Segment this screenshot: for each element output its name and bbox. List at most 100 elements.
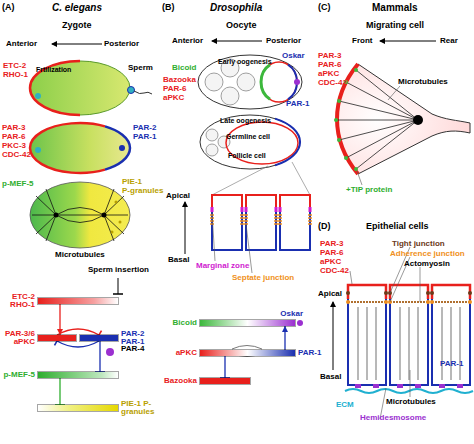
zygote-illustration-part — [105, 126, 130, 169]
text-label: Actomyosin — [404, 260, 450, 268]
zygote-illustration-part — [54, 213, 59, 218]
text-label: Basal — [168, 256, 189, 264]
text-label: CDC-42 — [2, 151, 31, 159]
text-label: Early oogenesis — [218, 58, 272, 65]
zygote-illustration-part — [119, 221, 122, 224]
text-label: Migrating cell — [366, 21, 424, 30]
pathway-bar: ETC-2 RHO-1 — [38, 298, 118, 304]
migrating-cell-part — [413, 115, 423, 125]
text-label: C. elegans — [52, 3, 102, 13]
zygote-illustration-part — [102, 213, 107, 218]
text-label: (B) — [162, 3, 175, 12]
text-label: Germline cell — [226, 133, 270, 140]
text-label: Bicoid — [172, 64, 196, 72]
text-label: Mammals — [372, 3, 418, 13]
text-label: Drosophila — [210, 3, 262, 13]
migrating-cell-part — [337, 138, 341, 142]
text-label: RHO-1 — [3, 71, 28, 79]
text-label: PKC-3 — [2, 142, 26, 150]
bar-label: PAR-1 — [298, 349, 328, 357]
text-label: Adherence junction — [390, 250, 465, 258]
arrow-head — [282, 326, 288, 332]
edge-line — [59, 378, 60, 405]
oocyte-illustration-part — [261, 65, 270, 100]
zygote-illustration-part — [111, 231, 114, 234]
epithelium — [345, 247, 473, 419]
text-label: +TIP protein — [346, 186, 392, 194]
oocyte-illustration-part — [205, 73, 223, 91]
text-label: aPKC — [163, 94, 184, 102]
zygote-illustration-part — [115, 201, 118, 204]
text-label: PAR-6 — [2, 133, 25, 141]
axis-arrows-part — [52, 44, 102, 45]
zygote-illustration-part — [35, 93, 41, 99]
text-label: Anterior — [172, 37, 203, 45]
migrating-cell-part — [334, 118, 338, 122]
text-label: Posterior — [104, 40, 139, 48]
text-label: Apical — [166, 192, 190, 200]
oocyte-illustration — [198, 55, 312, 357]
text-label: (A) — [2, 3, 15, 12]
text-label: Oskar — [282, 52, 305, 60]
text-label: Late oogenesis — [220, 117, 271, 124]
epithelium-part — [388, 285, 430, 388]
regulation-edge — [57, 304, 63, 335]
text-label: Basal — [320, 373, 341, 381]
bar-label: aPKC — [171, 349, 197, 357]
oocyte-illustration-part — [221, 87, 239, 105]
zygote-illustration-part — [30, 182, 130, 248]
text-label: Sperm — [128, 64, 153, 72]
epithelium-part — [430, 285, 472, 388]
migrating-cell-part — [337, 64, 470, 174]
text-label: PAR-6 — [318, 61, 341, 69]
migrating-cell-part — [354, 167, 358, 171]
migrating-cell-part — [357, 86, 400, 185]
bar-label: Oskar — [273, 310, 303, 318]
migrating-cell — [334, 64, 470, 185]
text-label: p-MEF-5 — [2, 180, 34, 188]
text-label: PAR-3 — [318, 52, 341, 60]
zygote-illustration-part — [30, 61, 130, 115]
pathway-bar: BicoidOskar — [200, 320, 295, 326]
zygote-illustration-part — [119, 145, 125, 151]
zygote-illustration-part — [113, 293, 123, 295]
bar-label: PIE-1 P-granules — [121, 400, 167, 417]
oocyte-illustration-part — [206, 129, 218, 141]
text-label: (D) — [318, 222, 331, 231]
pathway-bar: PAR-2 PAR-1 — [80, 335, 118, 341]
migrating-cell-part — [344, 156, 348, 160]
text-label: PAR-1 — [133, 133, 156, 141]
text-label: Microtubules — [55, 251, 105, 259]
axis-arrows-part — [185, 202, 186, 254]
text-label: Rear — [440, 37, 458, 45]
bar-label: Bicoid — [169, 319, 197, 327]
epithelium-part — [346, 285, 388, 388]
pathway-bar: PIE-1 P-granules — [38, 405, 118, 411]
oocyte-illustration-part — [297, 320, 303, 326]
text-label: PAR-4 — [121, 345, 144, 353]
zygote-illustration-part — [134, 91, 152, 94]
edge-line — [57, 341, 99, 347]
oocyte-illustration-part — [200, 115, 300, 169]
axis-arrows-part — [380, 41, 436, 42]
pathway-bar: Bazooka — [200, 378, 250, 384]
text-label: PAR-6 — [163, 85, 186, 93]
zygote-illustration-part — [30, 61, 80, 115]
text-label: CDC-42 — [320, 267, 349, 275]
oocyte-illustration-part — [261, 62, 297, 102]
text-label: PAR-3 — [2, 124, 25, 132]
oocyte-illustration-part — [206, 144, 218, 156]
zygote-illustration-part — [118, 278, 119, 294]
text-label: Septate junction — [232, 274, 294, 282]
migrating-cell-part — [354, 68, 358, 72]
text-label: ECM — [336, 401, 354, 409]
text-label: Posterior — [266, 37, 301, 45]
oocyte-illustration-part — [226, 122, 298, 164]
text-label: PAR-1 — [286, 100, 309, 108]
axis-arrows-part — [212, 41, 262, 42]
regulation-edge — [282, 326, 288, 350]
axis-arrows-part — [333, 302, 334, 370]
text-label: Epithelial cells — [366, 222, 429, 231]
oocyte-illustration-part — [210, 195, 244, 250]
